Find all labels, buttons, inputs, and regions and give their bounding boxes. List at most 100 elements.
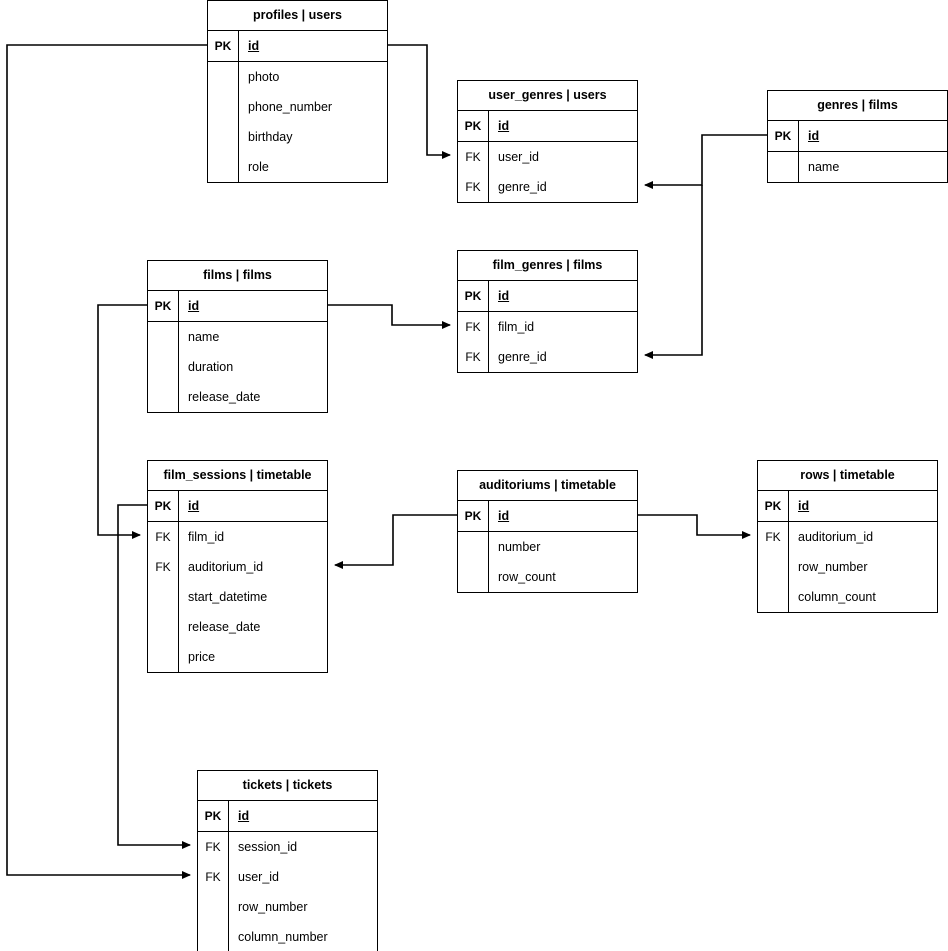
entity-row: PK id	[458, 501, 637, 531]
attribute-name: film_id	[498, 320, 535, 334]
column-divider	[488, 532, 489, 562]
entity-title-user_genres: user_genres | users	[458, 81, 637, 111]
entity-row: PK id	[208, 31, 387, 61]
key-cell-empty	[198, 922, 228, 951]
key-cell-empty	[198, 892, 228, 922]
column-divider	[798, 152, 799, 182]
fk-badge: FK	[765, 530, 781, 544]
key-cell-empty	[208, 152, 238, 182]
attribute-name: column_count	[798, 590, 876, 604]
fk-badge: FK	[465, 350, 481, 364]
pk-badge: PK	[154, 499, 172, 513]
key-cell-empty	[148, 582, 178, 612]
entity-title-film_genres: film_genres | films	[458, 251, 637, 281]
entity-row: PK id	[458, 111, 637, 141]
attribute-name: id	[238, 809, 250, 823]
fk-badge: FK	[205, 840, 221, 854]
column-divider	[798, 121, 799, 151]
pk-badge: PK	[464, 119, 482, 133]
column-divider	[238, 152, 239, 182]
column-divider	[238, 122, 239, 152]
entity-row: release_date	[148, 382, 327, 412]
column-divider	[788, 491, 789, 521]
attribute-name: release_date	[188, 620, 261, 634]
attribute-name: birthday	[248, 130, 293, 144]
attribute-name: auditorium_id	[798, 530, 874, 544]
entity-row: photo	[208, 62, 387, 92]
attribute-name: genre_id	[498, 350, 547, 364]
entity-title-rows: rows | timetable	[758, 461, 937, 491]
attribute-name: id	[808, 129, 820, 143]
entity-row: price	[148, 642, 327, 672]
entity-title-profiles: profiles | users	[208, 1, 387, 31]
entity-title-film_sessions: film_sessions | timetable	[148, 461, 327, 491]
attribute-name: id	[798, 499, 810, 513]
attribute-name: phone_number	[248, 100, 333, 114]
attribute-name: duration	[188, 360, 234, 374]
relation-auditoriums-id-to-film_sessions-auditorium_id	[334, 514, 457, 569]
attribute-name: number	[498, 540, 541, 554]
pk-badge: PK	[464, 289, 482, 303]
attribute-group: FK auditorium_id row_number column_count	[758, 521, 937, 612]
column-divider	[488, 142, 489, 172]
entity-title-films: films | films	[148, 261, 327, 291]
key-cell-empty	[458, 562, 488, 592]
entity-row: row_number	[758, 552, 937, 582]
attribute-name: auditorium_id	[188, 560, 264, 574]
column-divider	[488, 501, 489, 531]
entity-row: name	[768, 152, 947, 182]
entity-row: duration	[148, 352, 327, 382]
relation-auditoriums-id-to-rows-auditorium_id	[638, 514, 751, 539]
attribute-name: id	[498, 119, 510, 133]
column-divider	[488, 111, 489, 141]
pk-badge: PK	[774, 129, 792, 143]
attribute-name: name	[188, 330, 220, 344]
pk-badge: PK	[464, 509, 482, 523]
column-divider	[488, 172, 489, 202]
entity-row: FK session_id	[198, 832, 377, 862]
column-divider	[488, 562, 489, 592]
attribute-name: id	[248, 39, 260, 53]
column-divider	[228, 922, 229, 951]
relation-genres-id-to-user_genres-genre_id	[644, 134, 767, 189]
key-cell-empty	[148, 322, 178, 352]
entity-row: FK genre_id	[458, 342, 637, 372]
pk-badge: PK	[214, 39, 232, 53]
attribute-name: column_number	[238, 930, 328, 944]
attribute-name: row_number	[238, 900, 308, 914]
attribute-name: id	[498, 509, 510, 523]
column-divider	[488, 342, 489, 372]
attribute-name: name	[808, 160, 840, 174]
entity-row: number	[458, 532, 637, 562]
attribute-name: session_id	[238, 840, 298, 854]
relation-films-id-to-film_sessions-film_id	[97, 304, 147, 539]
key-cell-empty	[458, 532, 488, 562]
entity-row: start_datetime	[148, 582, 327, 612]
pk-badge: PK	[154, 299, 172, 313]
attribute-name: photo	[248, 70, 280, 84]
